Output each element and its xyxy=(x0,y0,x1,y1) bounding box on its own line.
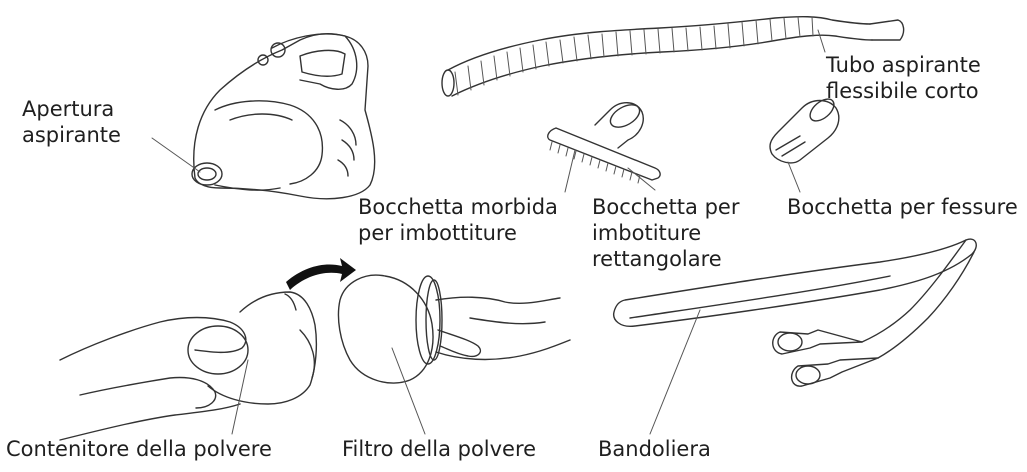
label-hose-line1: Tubo aspirante xyxy=(826,52,981,78)
leader-line-strap xyxy=(650,310,700,434)
label-dust-filter-line1: Filtro della polvere xyxy=(342,436,536,462)
leader-line-opening xyxy=(152,138,200,172)
leader-line-filter xyxy=(392,348,425,434)
leader-line-crevice xyxy=(788,162,800,192)
crevice-tool-icon xyxy=(770,95,839,163)
label-soft-nozzle: Bocchetta morbida per imbottiture xyxy=(358,194,558,246)
dust-container-icon xyxy=(60,292,316,440)
label-rect-nozzle-line2: imbotiture xyxy=(592,220,739,246)
label-rect-nozzle-line3: rettangolare xyxy=(592,246,739,272)
vacuum-icon xyxy=(192,34,375,199)
label-opening-line2: aspirante xyxy=(22,122,121,148)
dust-filter-icon xyxy=(338,275,570,383)
label-dust-container-line1: Contenitore della polvere xyxy=(6,436,272,462)
leader-line-container xyxy=(232,360,248,434)
label-soft-nozzle-line1: Bocchetta morbida xyxy=(358,194,558,220)
label-hose: Tubo aspirante flessibile corto xyxy=(826,52,981,104)
label-crevice-nozzle-line1: Bocchetta per fessure xyxy=(787,194,1018,220)
label-strap: Bandoliera xyxy=(598,436,711,462)
upholstery-brush-icon xyxy=(548,100,660,183)
leader-line-hose xyxy=(818,30,825,52)
label-opening: Apertura aspirante xyxy=(22,96,121,148)
label-rect-nozzle-line1: Bocchetta per xyxy=(592,194,739,220)
label-crevice-nozzle: Bocchetta per fessure xyxy=(787,194,1018,220)
leader-line-soft-nozzle xyxy=(565,150,575,192)
label-hose-line2: flessibile corto xyxy=(826,78,981,104)
label-opening-line1: Apertura xyxy=(22,96,121,122)
label-dust-container: Contenitore della polvere xyxy=(6,436,272,462)
label-dust-filter: Filtro della polvere xyxy=(342,436,536,462)
label-strap-line1: Bandoliera xyxy=(598,436,711,462)
label-rect-nozzle: Bocchetta per imbotiture rettangolare xyxy=(592,194,739,272)
arrow-icon xyxy=(286,258,356,290)
label-soft-nozzle-line2: per imbottiture xyxy=(358,220,558,246)
